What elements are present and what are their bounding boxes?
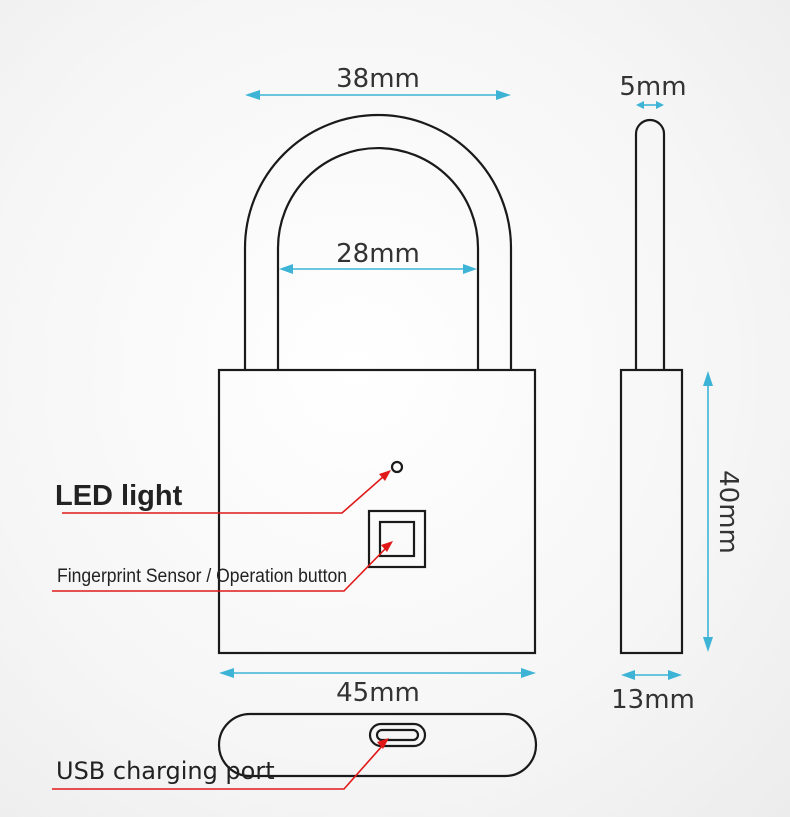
- dim-label-13mm: 13mm: [611, 685, 695, 715]
- dimension-38mm: 38mm: [245, 64, 511, 100]
- dim-label-45mm: 45mm: [336, 678, 420, 708]
- dim-label-28mm: 28mm: [336, 239, 420, 269]
- lock-body: [217, 368, 537, 655]
- callout-label-led: LED light: [55, 480, 183, 512]
- fingerprint-sensor-inner: [378, 520, 416, 558]
- shackle-inner: [276, 146, 480, 370]
- dimension-28mm: 28mm: [279, 239, 477, 274]
- dim-label-40mm: 40mm: [713, 470, 743, 554]
- bottom-body: [217, 712, 538, 778]
- side-view: [619, 118, 684, 655]
- side-body: [619, 368, 684, 655]
- dimension-40mm: 40mm: [703, 371, 743, 652]
- dim-label-38mm: 38mm: [336, 64, 420, 94]
- callout-label-usb: USB charging port: [56, 757, 275, 785]
- led-light-icon: [390, 460, 404, 474]
- dimension-13mm: 13mm: [611, 670, 695, 715]
- shackle-outer: [243, 113, 513, 370]
- side-shackle: [634, 118, 666, 370]
- dimension-45mm: 45mm: [219, 668, 536, 708]
- fingerprint-sensor-outer: [367, 509, 427, 569]
- callout-usb: USB charging port: [52, 738, 389, 790]
- dimension-5mm: 5mm: [619, 72, 687, 109]
- callout-led: LED light: [55, 470, 391, 514]
- usb-port-inner: [375, 728, 420, 742]
- front-view: [217, 113, 537, 655]
- bottom-view: [217, 712, 538, 778]
- callout-label-fingerprint: Fingerprint Sensor / Operation button: [57, 566, 347, 587]
- usb-port-outer: [368, 722, 427, 748]
- dim-label-5mm: 5mm: [619, 72, 686, 102]
- callout-fingerprint: Fingerprint Sensor / Operation button: [52, 541, 393, 592]
